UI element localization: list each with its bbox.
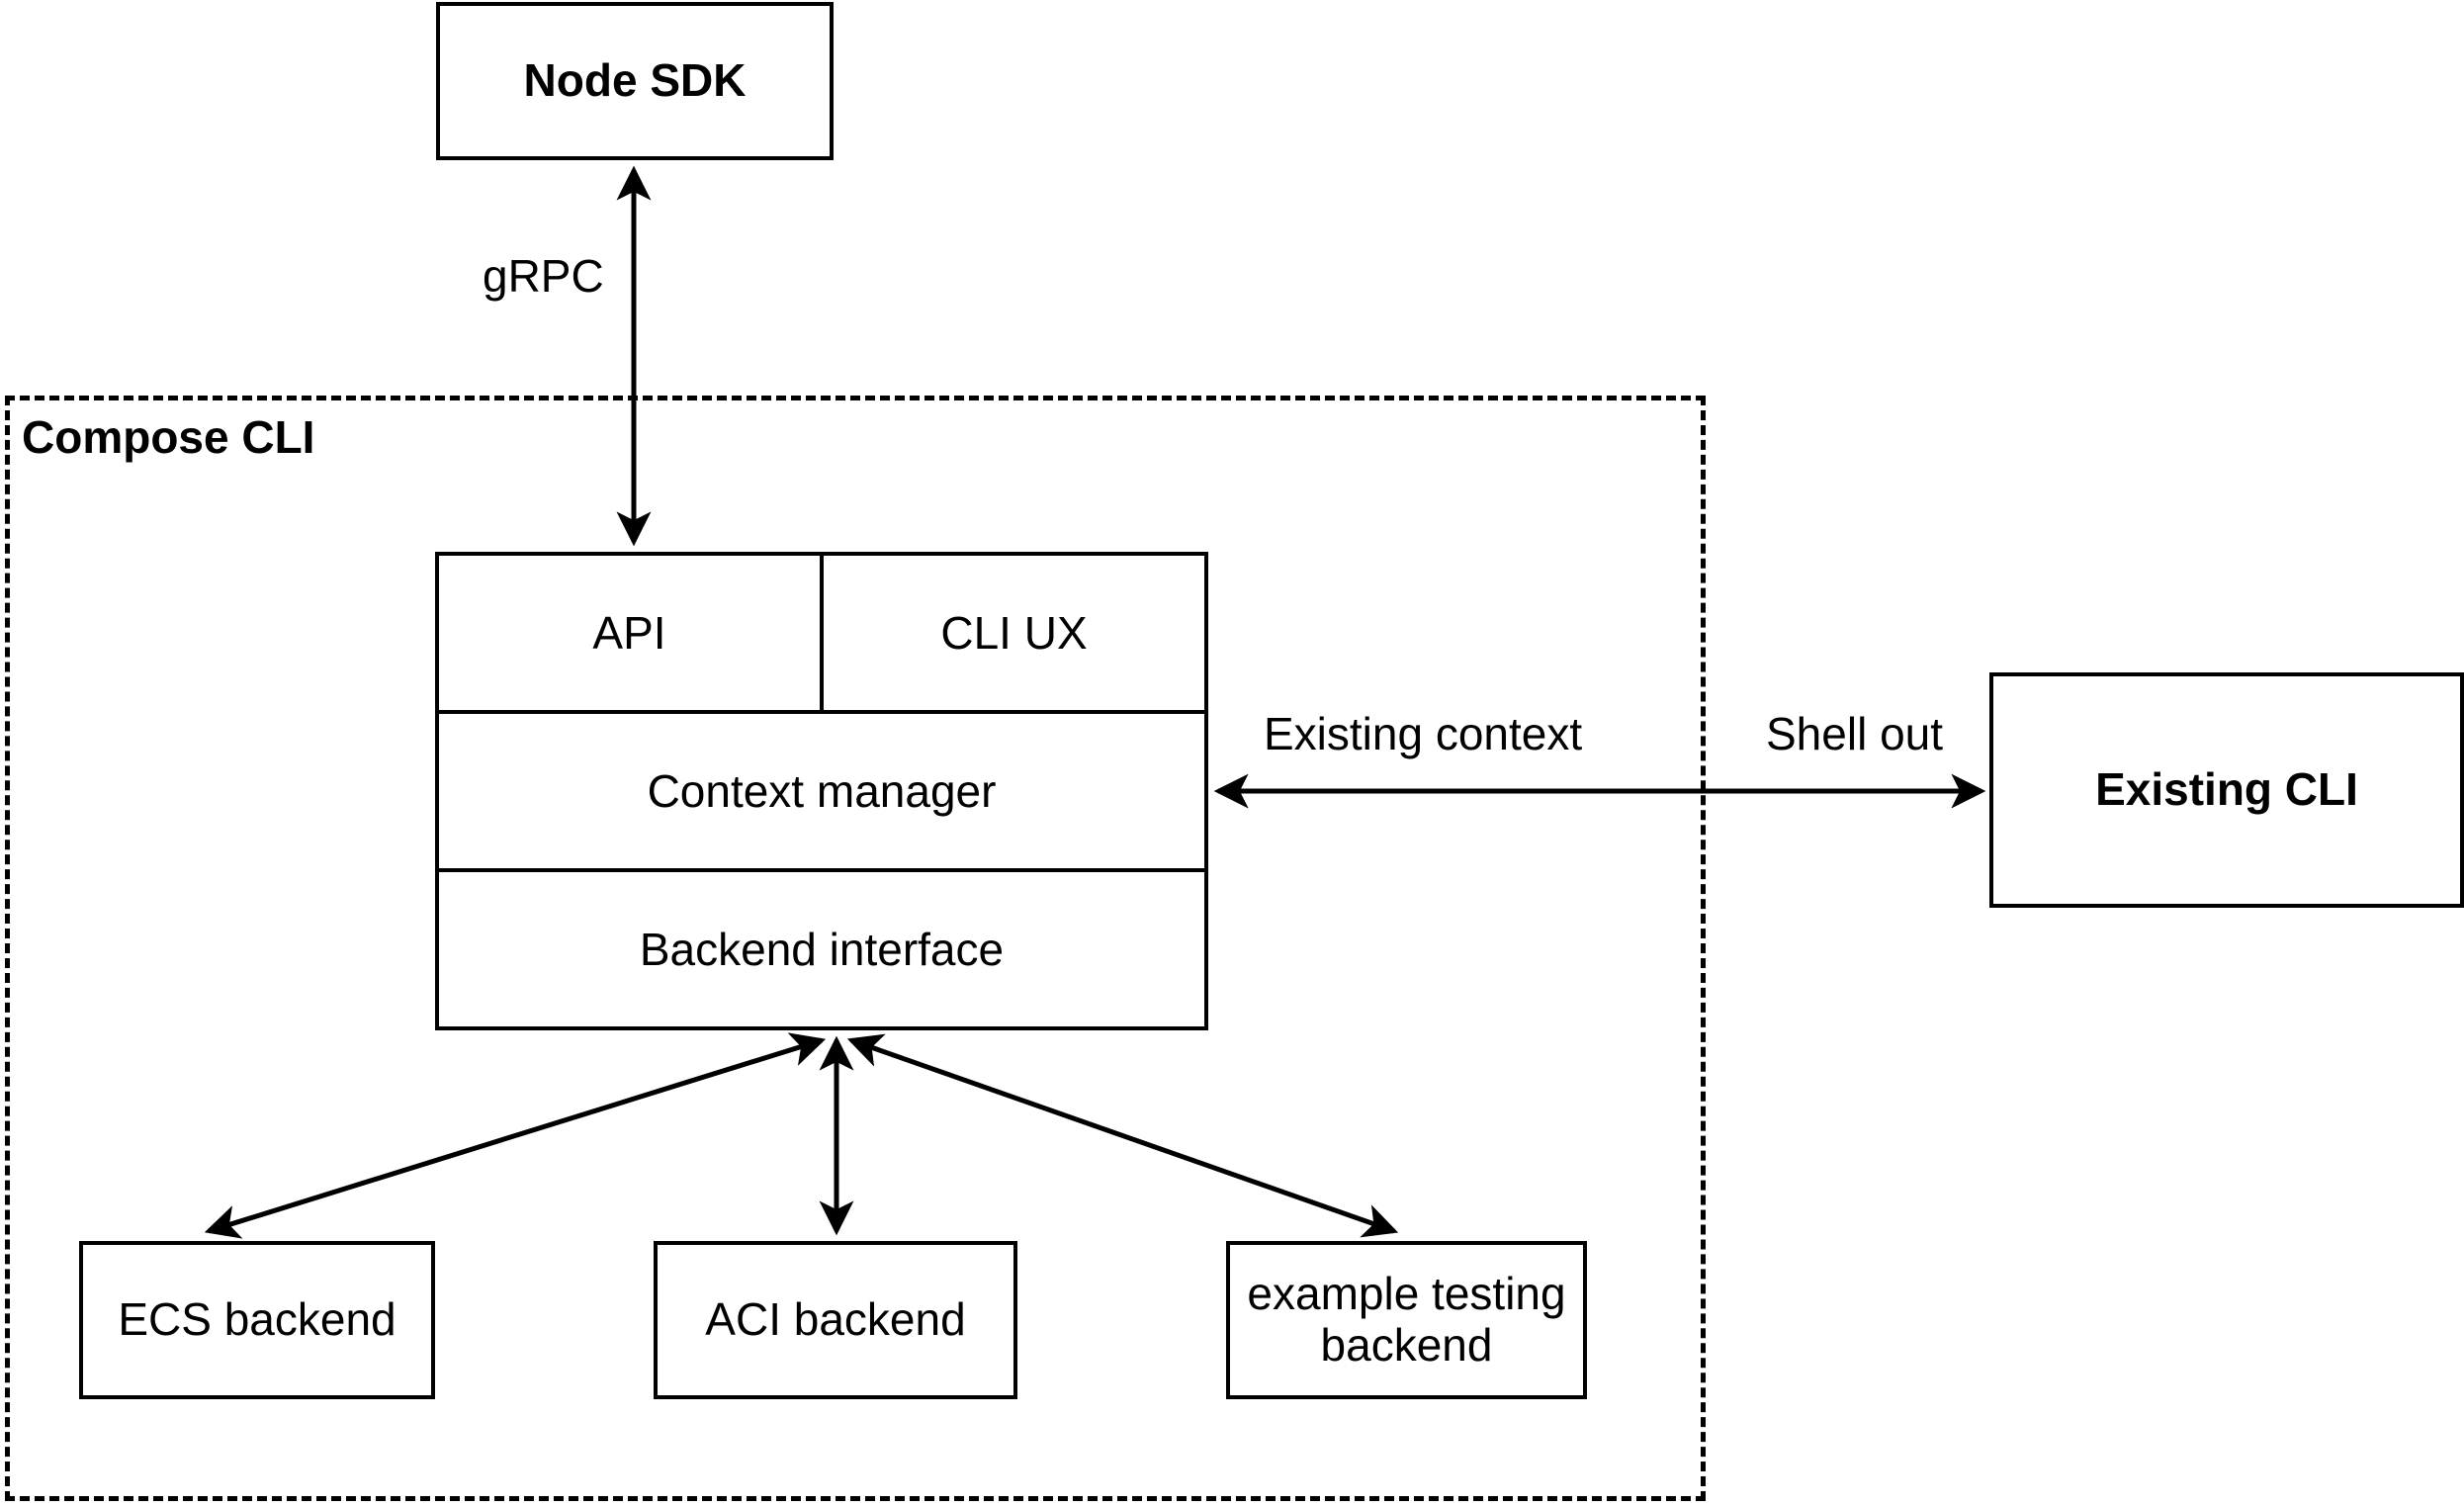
node-ecs-backend-label: ECS backend — [118, 1293, 396, 1346]
core-stack-row-top: API CLI UX — [439, 556, 1204, 710]
node-backend-interface-label: Backend interface — [639, 924, 1005, 975]
node-example-testing-backend[interactable]: example testing backend — [1226, 1241, 1587, 1399]
core-stack-row-backend: Backend interface — [439, 868, 1204, 1026]
node-node-sdk[interactable]: Node SDK — [436, 2, 834, 160]
node-api-label: API — [592, 607, 666, 659]
compose-cli-group-label: Compose CLI — [22, 411, 315, 463]
node-ecs-backend[interactable]: ECS backend — [79, 1241, 435, 1399]
node-cli-ux[interactable]: CLI UX — [820, 556, 1204, 710]
node-existing-cli-label: Existing CLI — [2095, 763, 2358, 816]
node-backend-interface[interactable]: Backend interface — [439, 872, 1204, 1026]
node-example-testing-backend-label: example testing backend — [1247, 1268, 1566, 1371]
edge-label-grpc: gRPC — [483, 250, 604, 302]
node-aci-backend[interactable]: ACI backend — [654, 1241, 1017, 1399]
node-node-sdk-label: Node SDK — [523, 54, 747, 107]
edge-label-shell-out: Shell out — [1766, 708, 1944, 759]
core-stack-row-context: Context manager — [439, 710, 1204, 868]
compose-cli-group-boundary — [5, 396, 1706, 1501]
node-context-manager-label: Context manager — [647, 765, 997, 817]
node-aci-backend-label: ACI backend — [705, 1293, 966, 1346]
node-context-manager[interactable]: Context manager — [439, 714, 1204, 868]
node-api[interactable]: API — [439, 556, 820, 710]
node-existing-cli[interactable]: Existing CLI — [1989, 672, 2464, 908]
compose-cli-core-stack: API CLI UX Context manager Backend inter… — [435, 552, 1208, 1030]
node-cli-ux-label: CLI UX — [940, 607, 1088, 659]
edge-label-existing-context: Existing context — [1264, 708, 1583, 759]
